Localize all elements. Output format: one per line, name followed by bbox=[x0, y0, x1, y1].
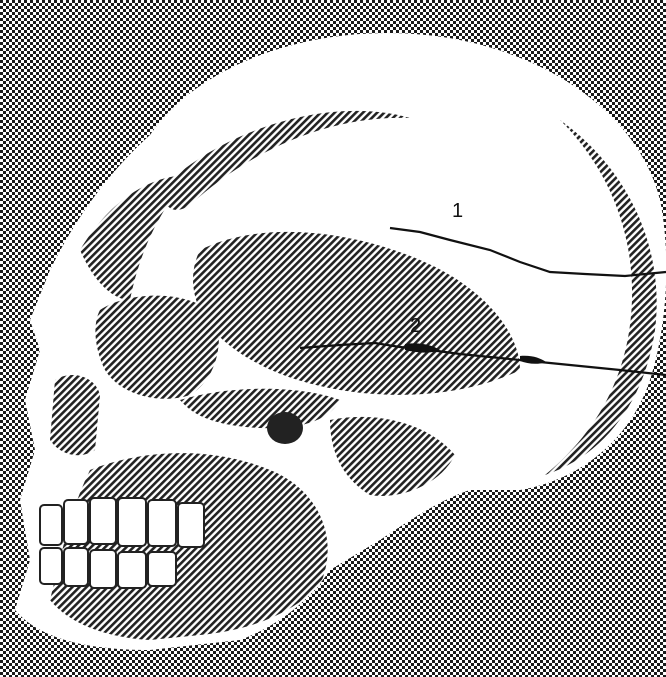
callout-label-2: 2 bbox=[410, 315, 421, 337]
ear-canal bbox=[267, 412, 303, 444]
nasal-cavity bbox=[50, 375, 100, 455]
callout-label-1: 1 bbox=[452, 200, 463, 222]
